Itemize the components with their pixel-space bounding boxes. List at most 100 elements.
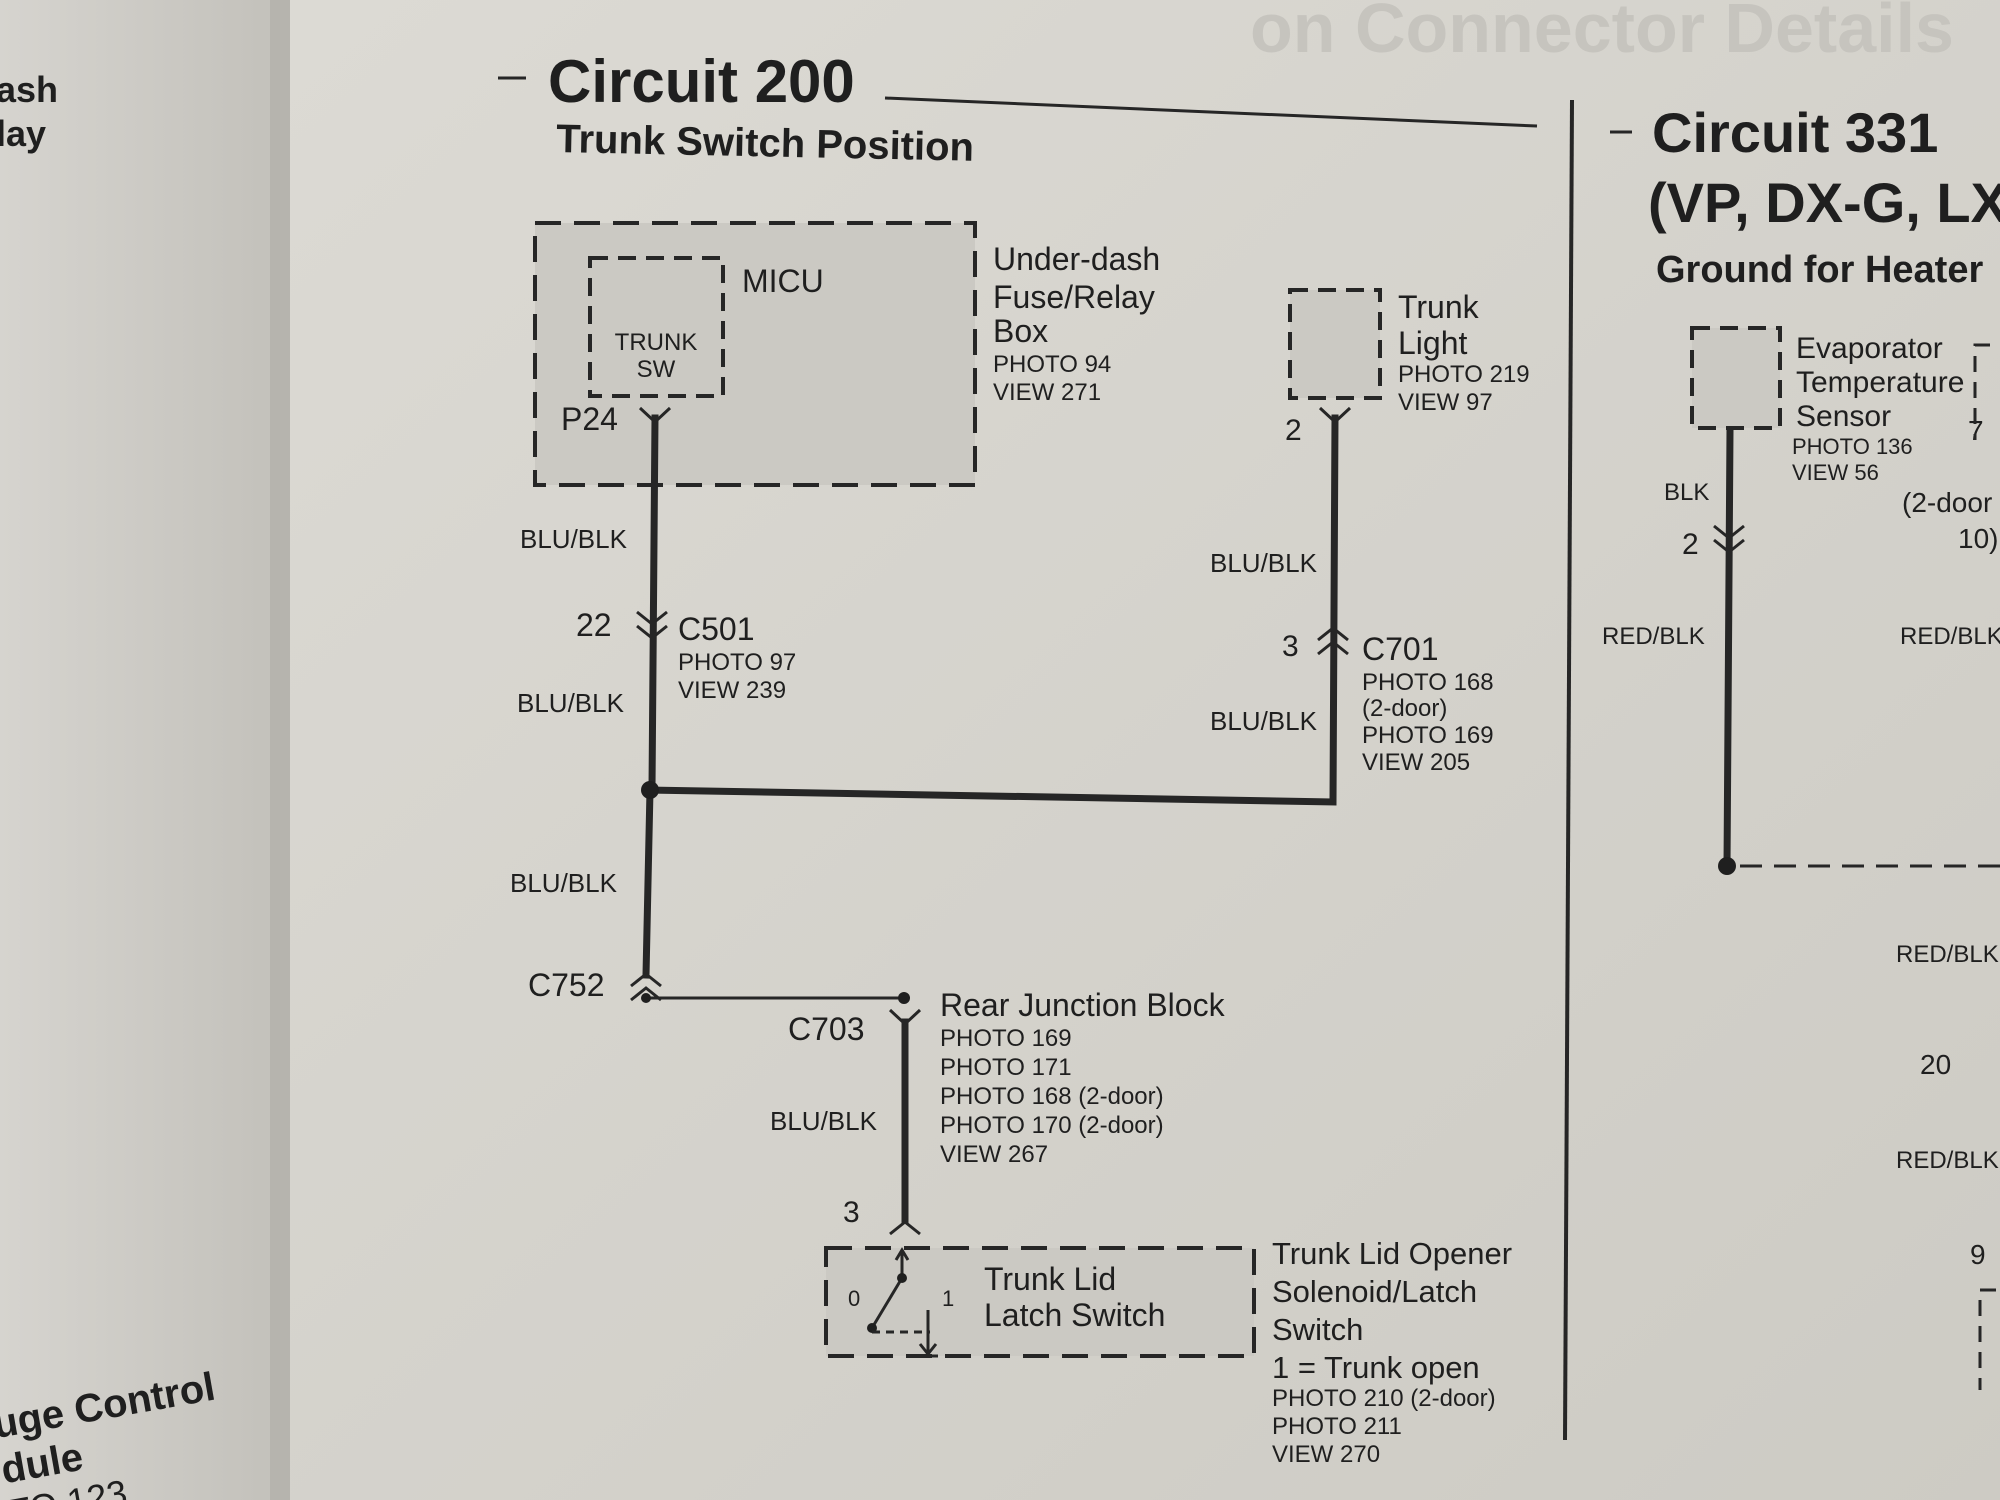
under-dash-box-fill [535, 223, 975, 485]
evaporator-box [1690, 326, 1782, 430]
left-page-line-2: lay [0, 113, 46, 154]
latch-label-2: Latch Switch [984, 1297, 1165, 1333]
rear-junction-ref-4: PHOTO 170 (2-door) [940, 1112, 1164, 1139]
wire-p24-to-splice [648, 414, 659, 792]
micu-label: MICU [742, 263, 824, 299]
connector-c701-symbol [1317, 626, 1349, 656]
trunk-sw-line-1: TRUNK [615, 329, 698, 356]
latch-position-0: 0 [848, 1286, 860, 1311]
c501-photo: PHOTO 97 [678, 649, 796, 676]
splice-point [641, 781, 659, 799]
evaporator-fill [1692, 328, 1780, 428]
c701-view: VIEW 205 [1362, 749, 1470, 776]
evaporator-label-2: Temperature [1796, 366, 1964, 399]
c701-photo-1: PHOTO 168 [1362, 669, 1494, 696]
under-dash-label-2: Fuse/Relay [993, 279, 1155, 315]
left-page-line-1: ash [0, 69, 58, 110]
trunk-light-view: VIEW 97 [1398, 389, 1493, 416]
wire-evaporator-ground [1723, 426, 1734, 869]
right-partial-box [1973, 343, 1990, 440]
latch-contact-top [897, 1273, 907, 1283]
connector-c501-symbol [636, 610, 668, 640]
title-rule [884, 96, 1538, 128]
connector-evaporator-symbol [1713, 524, 1745, 554]
pin-p24: P24 [561, 401, 618, 437]
c501-view: VIEW 239 [678, 677, 786, 704]
right-number-1: 7 [1968, 415, 1984, 446]
right-number-3: 10) [1958, 523, 1998, 554]
latch-switch-arm [870, 1277, 904, 1329]
circuit-331-subtitle: (VP, DX-G, LX [1648, 171, 2000, 234]
trunk-sw-box [588, 256, 725, 398]
c501-pin: 22 [576, 607, 612, 643]
wire-trunk-light-to-splice [646, 414, 1339, 806]
wire-color-redblk-left: RED/BLK [1602, 623, 1705, 650]
trunk-light-fill [1290, 290, 1380, 398]
wire-color-5: BLU/BLK [510, 868, 618, 898]
right-number-2: (2-door [1902, 487, 1992, 518]
wire-splice-to-c752 [642, 786, 654, 979]
evaporator-view: VIEW 56 [1792, 460, 1879, 485]
circuit-200-title: Circuit 200 [548, 48, 855, 115]
trunk-light-pin: 2 [1285, 414, 1302, 447]
under-dash-box-border [533, 221, 977, 487]
latch-pin: 3 [843, 1196, 860, 1229]
evaporator-photo: PHOTO 136 [1792, 434, 1913, 459]
wire-color-6: BLU/BLK [770, 1106, 878, 1136]
latch-switch-box [824, 1246, 1256, 1358]
c501-name: C501 [678, 611, 755, 647]
rear-junction-title: Rear Junction Block [940, 987, 1226, 1023]
circuit-331: Circuit 331 (VP, DX-G, LX Ground for Hea… [1602, 101, 2000, 1390]
circuit-331-subtitle-2: Ground for Heater [1656, 249, 1983, 291]
opener-label-2: Solenoid/Latch [1272, 1274, 1477, 1309]
latch-ground-symbol [918, 1310, 938, 1358]
opener-ref-3: VIEW 270 [1272, 1441, 1380, 1468]
wire-color-1: BLU/BLK [520, 524, 628, 554]
connector-latch-symbol [889, 1220, 921, 1236]
c701-2door: (2-door) [1362, 695, 1447, 722]
right-redblk-1: RED/BLK [1900, 623, 2000, 650]
trunk-light-label-2: Light [1398, 325, 1468, 361]
wire-color-4: BLU/BLK [1210, 706, 1318, 736]
rear-junction-ref-5: VIEW 267 [940, 1141, 1048, 1168]
under-dash-label-1: Under-dash [993, 241, 1160, 277]
trunk-light-box [1288, 288, 1382, 400]
evaporator-pin: 2 [1682, 528, 1699, 561]
circuit-200: Circuit 200 Trunk Switch Position MICU T… [498, 48, 1538, 1468]
evaporator-label-1: Evaporator [1796, 332, 1943, 365]
evaporator-label-3: Sensor [1796, 400, 1891, 433]
trunk-sw-line-2: SW [637, 356, 676, 383]
circuit-331-title: Circuit 331 [1652, 101, 1938, 164]
bleed-through-heading: on Connector Details [1250, 0, 1954, 67]
c701-name: C701 [1362, 631, 1439, 667]
c703-name: C703 [788, 1011, 865, 1047]
ground-splice-point [1718, 857, 1736, 875]
c701-photo-2: PHOTO 169 [1362, 722, 1494, 749]
wire-color-blk: BLK [1664, 479, 1709, 506]
opener-label-3: Switch [1272, 1312, 1363, 1347]
opener-ref-2: PHOTO 211 [1272, 1413, 1402, 1440]
wire-color-2: BLU/BLK [1210, 548, 1318, 578]
right-partial-box-2 [1978, 1288, 1996, 1390]
c701-pin: 3 [1282, 630, 1299, 663]
rear-junction-ref-2: PHOTO 171 [940, 1054, 1072, 1081]
under-dash-label-3: Box [993, 313, 1048, 349]
connector-c752-symbol [630, 972, 662, 1002]
right-redblk-3: RED/BLK [1896, 1147, 1999, 1174]
c752-point [641, 993, 651, 1003]
column-divider [1563, 99, 1574, 1441]
under-dash-photo: PHOTO 94 [993, 351, 1111, 378]
opener-label-4: 1 = Trunk open [1272, 1350, 1480, 1385]
trunk-light-photo: PHOTO 219 [1398, 361, 1530, 388]
latch-position-1: 1 [942, 1286, 954, 1311]
right-number-5: 9 [1970, 1239, 1986, 1270]
rear-junction-ref-1: PHOTO 169 [940, 1025, 1072, 1052]
trunk-light-label-1: Trunk [1398, 289, 1480, 325]
c752-name: C752 [528, 967, 605, 1003]
circuit-200-subtitle: Trunk Switch Position [556, 117, 975, 170]
connector-p24-symbol [638, 406, 672, 425]
opener-label-1: Trunk Lid Opener [1272, 1236, 1512, 1271]
under-dash-view: VIEW 271 [993, 379, 1101, 406]
rear-junction-ref-3: PHOTO 168 (2-door) [940, 1083, 1164, 1110]
